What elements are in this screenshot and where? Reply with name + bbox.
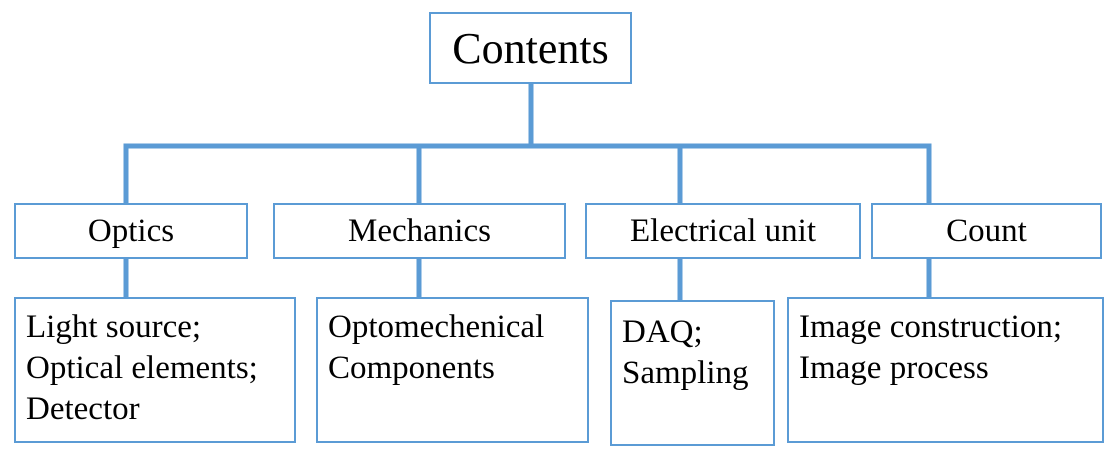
category-node-optics: Optics [14, 203, 248, 259]
category-label: Optics [87, 212, 175, 249]
category-label: Count [946, 212, 1027, 249]
root-node: Contents [429, 12, 632, 84]
detail-line: Light source; [26, 309, 202, 345]
detail-line: DAQ; [622, 314, 703, 350]
category-node-mechanics: Mechanics [273, 203, 566, 259]
category-node-electrical-unit: Electrical unit [585, 203, 861, 259]
detail-line: Components [328, 350, 495, 386]
root-label: Contents [452, 23, 609, 73]
category-label: Electrical unit [630, 212, 816, 249]
detail-line: Detector [26, 391, 140, 427]
detail-line: Optomechenical [328, 309, 545, 345]
detail-node-electrical-unit: DAQ; Sampling [610, 300, 775, 446]
detail-line: Image construction; [799, 309, 1063, 345]
category-label: Mechanics [348, 212, 491, 249]
detail-node-count: Image construction; Image process [787, 297, 1104, 443]
detail-line: Image process [799, 350, 989, 386]
detail-node-mechanics: Optomechenical Components [316, 297, 589, 443]
detail-node-optics: Light source; Optical elements; Detector [14, 297, 296, 443]
detail-line: Optical elements; [26, 350, 258, 386]
detail-line: Sampling [622, 355, 749, 391]
category-node-count: Count [871, 203, 1102, 259]
